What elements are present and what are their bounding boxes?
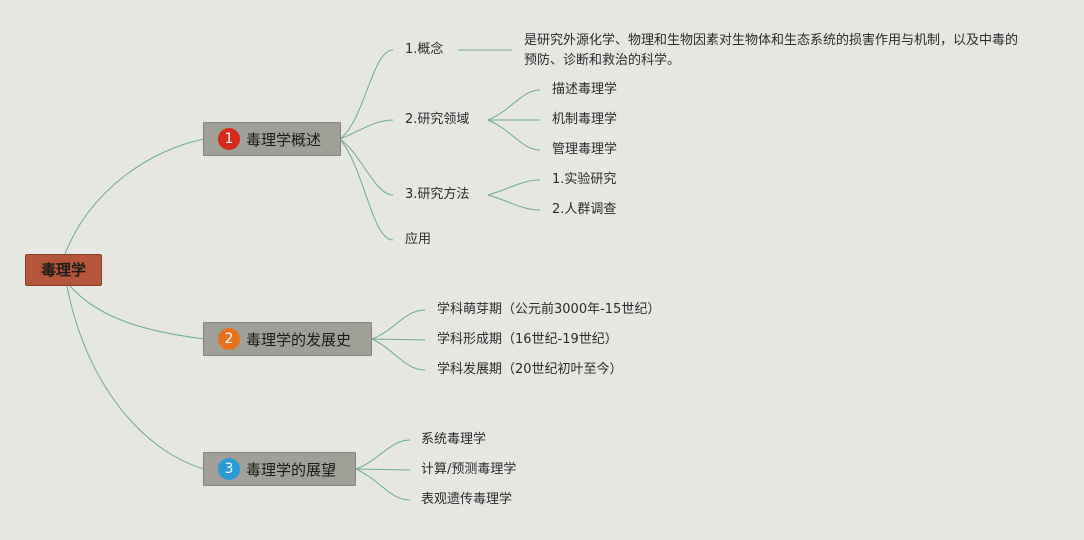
link-fields-item1 [487, 89, 541, 121]
leaf-history-period-1[interactable]: 学科萌芽期（公元前3000年-15世纪） [437, 302, 661, 317]
link-b3-item2 [355, 468, 411, 471]
link-b1-concept [339, 49, 394, 140]
link-b1-application [339, 138, 394, 241]
main-topic-outlook[interactable]: 3 毒理学的展望 [203, 452, 356, 486]
link-b3-item1 [355, 439, 411, 470]
link-b2-item2 [371, 338, 426, 341]
subtopic-application[interactable]: 应用 [405, 232, 432, 247]
leaf-experimental-research[interactable]: 1.实验研究 [552, 172, 617, 187]
leaf-history-period-3[interactable]: 学科发展期（20世纪初叶至今） [437, 362, 623, 377]
root-topic[interactable]: 毒理学 [25, 254, 102, 286]
link-root-branch3 [66, 285, 205, 470]
concept-definition[interactable]: 是研究外源化学、物理和生物因素对生物体和生态系统的损害作用与机制，以及中毒的预防… [524, 33, 1019, 68]
leaf-regulatory-toxicology[interactable]: 管理毒理学 [552, 142, 618, 157]
number-badge: 3 [218, 458, 240, 480]
leaf-mechanistic-toxicology[interactable]: 机制毒理学 [552, 112, 618, 127]
number-badge: 1 [218, 128, 240, 150]
subtopic-concept[interactable]: 1.概念 [405, 42, 444, 57]
main-topic-label: 毒理学的发展史 [246, 330, 352, 349]
leaf-epigenetic-toxicology[interactable]: 表观遗传毒理学 [421, 492, 513, 507]
link-root-branch1 [64, 138, 205, 255]
link-b1-fields [339, 119, 394, 140]
leaf-descriptive-toxicology[interactable]: 描述毒理学 [552, 82, 618, 97]
number-badge: 2 [218, 328, 240, 350]
leaf-systems-toxicology[interactable]: 系统毒理学 [421, 432, 487, 447]
main-topic-label: 毒理学的展望 [246, 460, 337, 479]
leaf-history-period-2[interactable]: 学科形成期（16世纪-19世纪） [437, 332, 618, 347]
leaf-population-survey[interactable]: 2.人群调查 [552, 202, 617, 217]
link-b3-item3 [355, 468, 411, 501]
link-fields-item3 [487, 119, 541, 151]
subtopic-research-fields[interactable]: 2.研究领域 [405, 112, 470, 127]
main-topic-overview[interactable]: 1 毒理学概述 [203, 122, 341, 156]
leaf-computational-toxicology[interactable]: 计算/预测毒理学 [421, 462, 517, 477]
link-root-branch2 [69, 285, 205, 340]
main-topic-history[interactable]: 2 毒理学的发展史 [203, 322, 372, 356]
link-methods-item2 [487, 194, 541, 211]
link-b2-item3 [371, 338, 426, 371]
link-b1-methods [339, 138, 394, 196]
link-methods-item1 [487, 179, 541, 196]
link-b2-item1 [371, 309, 426, 340]
main-topic-label: 毒理学概述 [246, 130, 322, 149]
subtopic-research-methods[interactable]: 3.研究方法 [405, 187, 470, 202]
